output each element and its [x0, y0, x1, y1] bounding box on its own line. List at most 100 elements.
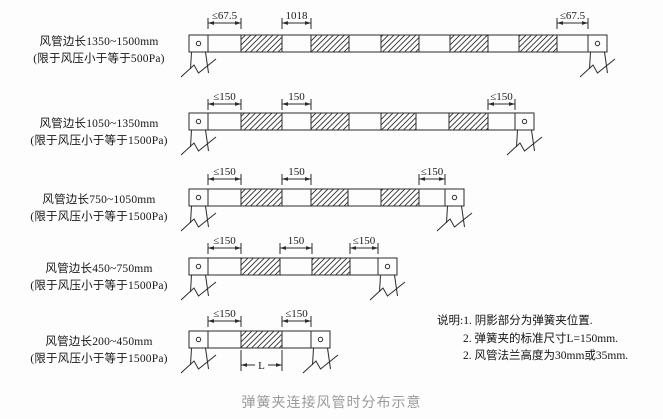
hanger-leg — [327, 347, 331, 370]
bolt-hole — [195, 336, 202, 343]
dim-arrow — [509, 102, 515, 106]
dimension-label: ≤67.5 — [212, 10, 238, 22]
break-symbol — [302, 354, 339, 374]
hanger-leg — [205, 205, 209, 228]
dim-arrow — [282, 319, 288, 323]
spring-clip-hatch — [240, 330, 283, 349]
hanger-leg — [394, 274, 398, 297]
dim-arrow — [235, 319, 241, 323]
hanger-leg — [379, 274, 381, 293]
break-symbol — [506, 136, 543, 156]
duct-row-4: ≤150 150 ≤150 — [180, 235, 406, 301]
bolt-hole — [195, 118, 202, 125]
dimension-label: ≤150 — [213, 91, 236, 103]
dim-arrow — [350, 246, 356, 250]
hanger-leg — [205, 51, 209, 74]
dimension-label: ≤150 — [213, 166, 236, 178]
dim-arrow — [208, 177, 214, 181]
hanger-leg — [589, 51, 591, 70]
row-label-1: 风管边长1350~1500mm (限于风压小于等于500Pa) — [8, 34, 190, 68]
dim-arrow — [305, 319, 311, 323]
pressure-limit-text: (限于风压小于等于1500Pa) — [30, 353, 168, 365]
spring-clip-hatch — [380, 188, 420, 207]
hanger-leg — [190, 274, 192, 293]
hanger-leg — [604, 51, 608, 74]
dim-arrow — [235, 102, 241, 106]
bolt-hole — [195, 194, 202, 201]
note-line-1: 说明:1. 阴影部分为弹簧夹位置. — [437, 315, 593, 327]
dim-arrow — [305, 177, 311, 181]
break-symbol — [180, 58, 217, 78]
duct-bar — [188, 257, 398, 276]
dim-arrow — [282, 21, 288, 25]
break-symbol — [180, 354, 217, 374]
dim-arrow — [208, 246, 214, 250]
dim-arrow — [419, 177, 425, 181]
duct-row-2: ≤150 150 ≤150 — [180, 91, 543, 156]
bolt-hole — [317, 336, 324, 343]
break-symbol — [579, 58, 616, 78]
dim-arrow — [235, 21, 241, 25]
dimension-label: L — [258, 360, 265, 372]
dimension-label: ≤150 — [490, 91, 513, 103]
bolt-hole — [594, 40, 601, 47]
spring-clip-hatch — [311, 257, 351, 276]
dimension-label: ≤150 — [353, 235, 376, 247]
dimension-label: 150 — [288, 91, 305, 103]
break-symbol — [369, 281, 406, 301]
hanger-leg — [190, 129, 192, 148]
dim-arrow — [241, 363, 247, 367]
dim-arrow — [282, 102, 288, 106]
pressure-limit-text: (限于风压小于等于1500Pa) — [30, 211, 168, 223]
duct-size-text: 风管边长450~750mm — [45, 263, 153, 275]
duct-size-text: 风管边长1050~1350mm — [39, 118, 159, 130]
bolt-hole — [384, 263, 391, 270]
row-label-4: 风管边长450~750mm (限于风压小于等于1500Pa) — [8, 261, 190, 295]
notes-block: 说明:1. 阴影部分为弹簧夹位置. 2. 弹簧夹的标准尺寸L=150mm. 2.… — [437, 313, 628, 366]
row-label-3: 风管边长750~1050mm (限于风压小于等于1500Pa) — [8, 192, 190, 226]
dim-arrow — [276, 363, 282, 367]
spring-clip-hatch — [380, 112, 417, 131]
dim-arrow — [235, 246, 241, 250]
dim-arrow — [305, 102, 311, 106]
break-symbol — [436, 212, 473, 232]
spring-clip-hatch — [240, 257, 281, 276]
dimension-label: 150 — [288, 166, 305, 178]
spring-clip-hatch — [240, 188, 283, 207]
spring-clip-hatch — [380, 34, 420, 53]
spring-clip-hatch — [310, 188, 349, 207]
dim-arrow — [208, 21, 214, 25]
hanger-leg — [190, 51, 192, 70]
dim-arrow — [488, 102, 494, 106]
spring-clip-hatch — [310, 112, 350, 131]
dim-arrow — [557, 21, 563, 25]
hanger-leg — [516, 129, 518, 148]
break-symbol — [180, 212, 217, 232]
spring-clip-hatch — [240, 112, 283, 131]
dimension-label: ≤150 — [213, 235, 236, 247]
pressure-limit-text: (限于风压小于等于1500Pa) — [30, 280, 168, 292]
duct-size-text: 风管边长200~450mm — [45, 336, 153, 348]
dimension-label: 150 — [288, 235, 305, 247]
hanger-leg — [205, 129, 209, 152]
hanger-leg — [446, 205, 448, 224]
hanger-leg — [205, 347, 209, 370]
bolt-hole — [451, 194, 458, 201]
note-line-2: 2. 弹簧夹的标准尺寸L=150mm. — [463, 332, 619, 345]
dim-arrow — [582, 21, 588, 25]
duct-size-text: 风管边长1350~1500mm — [39, 36, 159, 48]
duct-size-text: 风管边长750~1050mm — [42, 194, 156, 206]
bolt-hole — [195, 40, 202, 47]
dim-arrow — [280, 246, 286, 250]
break-symbol — [180, 281, 217, 301]
dim-arrow — [305, 21, 311, 25]
hanger-leg — [531, 129, 535, 152]
hanger-leg — [190, 347, 192, 366]
dimension-label: ≤150 — [213, 308, 236, 320]
hanger-leg — [461, 205, 465, 228]
